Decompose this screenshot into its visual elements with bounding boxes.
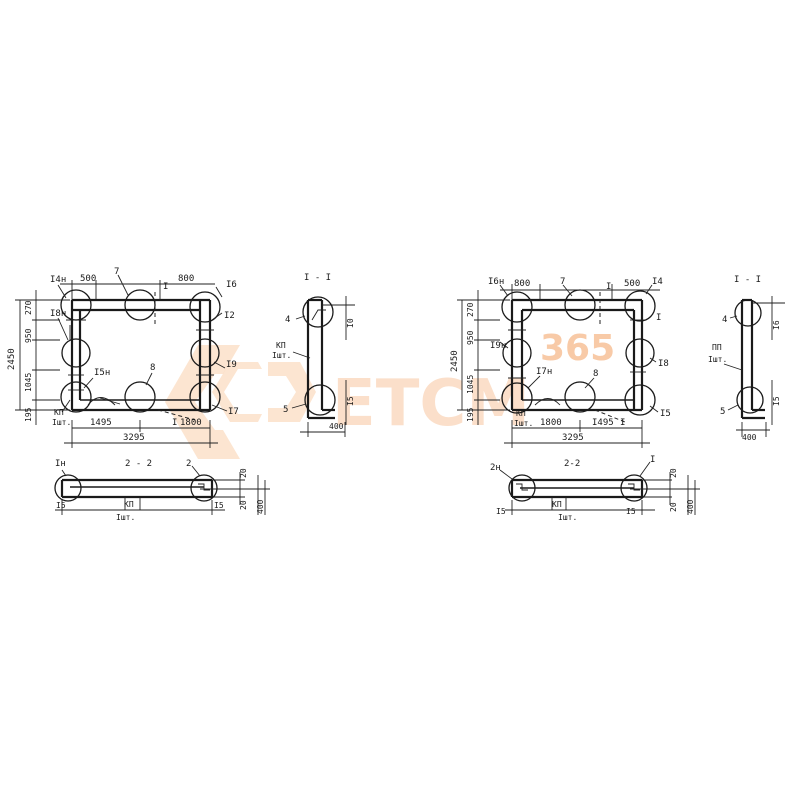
right-plan-dim-195: 195 bbox=[466, 407, 475, 422]
right-plan-callout-2: 7 bbox=[560, 277, 565, 287]
right-section-1-panel-label: ПП bbox=[712, 343, 722, 352]
right-section-1-callout-1: 4 bbox=[722, 315, 727, 325]
right-plan-dim-bottom-2: I495 bbox=[592, 418, 614, 428]
right-section-1-panel-count: Iшт. bbox=[708, 355, 727, 364]
right-plan-callout-3: I bbox=[606, 282, 611, 292]
left-plan-dim-bottom-1: 1495 bbox=[90, 418, 112, 428]
right-section-2-callout-2: I bbox=[650, 455, 655, 465]
left-section-1-panel-count: Iшт. bbox=[272, 351, 291, 360]
right-plan-dim-1045: 1045 bbox=[466, 375, 475, 394]
left-plan-callout-4: I8н bbox=[50, 309, 66, 319]
right-section-1-title: I - I bbox=[734, 275, 761, 285]
left-section-2-panel-count: Iшт. bbox=[116, 513, 135, 522]
left-section-2-dim-3: 20 bbox=[239, 468, 248, 478]
right-plan-callout-5: I9н bbox=[490, 341, 506, 351]
right-plan-dim-bottom-3: I bbox=[620, 418, 625, 428]
watermark-brand: ETCM bbox=[332, 367, 530, 441]
right-section-2-dim-3: 20 bbox=[669, 468, 678, 478]
right-section-2-panel-count: Iшт. bbox=[558, 513, 577, 522]
right-plan-panel-label: КП bbox=[516, 409, 526, 418]
left-plan-callout-2: 7 bbox=[114, 267, 119, 277]
left-plan-callout-10: I bbox=[163, 282, 168, 292]
right-section-2-callout-1: 2н bbox=[490, 463, 501, 473]
right-plan-dim-bottom-1: 1800 bbox=[540, 418, 562, 428]
right-section-1-callout-2: 5 bbox=[720, 407, 725, 417]
left-section-1-panel-label: КП bbox=[276, 341, 286, 350]
right-plan-callout-7: 8 bbox=[593, 369, 598, 379]
right-section-2-dim-5: 400 bbox=[686, 499, 695, 514]
left-plan-dim-bottom-3: 1800 bbox=[180, 418, 202, 428]
left-plan-dim-950: 950 bbox=[24, 328, 33, 343]
left-section-2-callout-1: Iн bbox=[55, 459, 66, 469]
right-section-2-2: 2-2 2н I I5 I5 20 20 400 КП Iшт. bbox=[490, 455, 700, 522]
right-plan-dim-950: 950 bbox=[466, 330, 475, 345]
left-plan-callout-5: I5н bbox=[94, 368, 110, 378]
right-plan-panel-count: Iшт. bbox=[514, 419, 533, 428]
left-section-1-dim-1: I0 bbox=[346, 318, 355, 328]
left-section-2-title: 2 - 2 bbox=[125, 459, 152, 469]
right-plan-callout-4: I4 bbox=[652, 277, 663, 287]
right-plan-callout-8: I8 bbox=[658, 359, 669, 369]
left-section-1-dim-3: 400 bbox=[329, 422, 344, 431]
left-plan-dim-270: 270 bbox=[24, 300, 33, 315]
left-plan-callout-9: I2 bbox=[224, 311, 235, 321]
right-section-1-dim-2: I5 bbox=[772, 396, 781, 406]
left-plan-callout-6: 8 bbox=[150, 363, 155, 373]
left-plan-panel-count: Iшт. bbox=[52, 418, 71, 427]
right-plan-dim-270: 270 bbox=[466, 302, 475, 317]
right-section-1-dim-3: 400 bbox=[742, 433, 757, 442]
left-plan-dim-195: 195 bbox=[24, 407, 33, 422]
left-plan-dim-top-2: 800 bbox=[178, 274, 194, 284]
left-plan-dim-overall-height: 2450 bbox=[7, 348, 17, 370]
left-section-2-dim-2: I5 bbox=[214, 501, 224, 510]
left-plan-dim-top-1: 500 bbox=[80, 274, 96, 284]
left-plan-view: 500 800 2450 270 950 1045 195 1495 I 180… bbox=[7, 267, 239, 448]
left-section-1-1: I - I 4 5 I0 I5 400 КП Iшт. bbox=[272, 273, 355, 437]
watermark: ETCM 365 bbox=[165, 328, 615, 459]
right-plan-dim-top-2: 500 bbox=[624, 279, 640, 289]
left-section-1-callout-1: 4 bbox=[285, 315, 290, 325]
left-section-1-callout-2: 5 bbox=[283, 405, 288, 415]
left-plan-dim-total: 3295 bbox=[123, 433, 145, 443]
right-section-2-dim-2: I5 bbox=[626, 507, 636, 516]
right-section-2-panel-label: КП bbox=[552, 500, 562, 509]
right-section-1-1: I - I 4 5 I6 I5 400 ПП Iшт. bbox=[708, 275, 785, 442]
right-section-1-dim-1: I6 bbox=[772, 320, 781, 330]
right-plan-callout-6: I7н bbox=[536, 367, 552, 377]
right-plan-callout-9: I5 bbox=[660, 409, 671, 419]
right-plan-callout-1: I6н bbox=[488, 277, 504, 287]
right-plan-view: 800 500 2450 270 950 1045 195 1800 I495 … bbox=[450, 277, 671, 448]
left-plan-callout-3: I6 bbox=[226, 280, 237, 290]
left-section-2-dim-1: I5 bbox=[56, 501, 66, 510]
left-plan-callout-1: I4н bbox=[50, 275, 66, 285]
right-plan-dim-top-1: 800 bbox=[514, 279, 530, 289]
right-plan-callout-10: I bbox=[656, 313, 661, 323]
left-section-2-panel-label: КП bbox=[124, 500, 134, 509]
left-plan-dim-1045: 1045 bbox=[24, 373, 33, 392]
right-plan-dim-total: 3295 bbox=[562, 433, 584, 443]
left-section-2-dim-4: 20 bbox=[239, 500, 248, 510]
left-plan-panel-label: КП bbox=[54, 408, 64, 417]
left-plan-callout-7: I9 bbox=[226, 360, 237, 370]
left-plan-dim-bottom-2: I bbox=[172, 418, 177, 428]
right-section-2-dim-1: I5 bbox=[496, 507, 506, 516]
right-section-2-dim-4: 20 bbox=[669, 502, 678, 512]
left-section-2-dim-5: 400 bbox=[256, 499, 265, 514]
right-plan-dim-overall-height: 2450 bbox=[450, 350, 460, 372]
watermark-number: 365 bbox=[540, 328, 615, 369]
left-section-2-2: 2 - 2 Iн 2 I5 I5 20 20 400 КП Iшт. bbox=[54, 459, 270, 522]
right-section-2-title: 2-2 bbox=[564, 459, 580, 469]
left-section-1-title: I - I bbox=[304, 273, 331, 283]
left-section-2-callout-2: 2 bbox=[186, 459, 191, 469]
left-plan-callout-8: I7 bbox=[228, 407, 239, 417]
watermark-hexagon-logo bbox=[165, 345, 316, 459]
left-section-1-dim-2: I5 bbox=[346, 396, 355, 406]
